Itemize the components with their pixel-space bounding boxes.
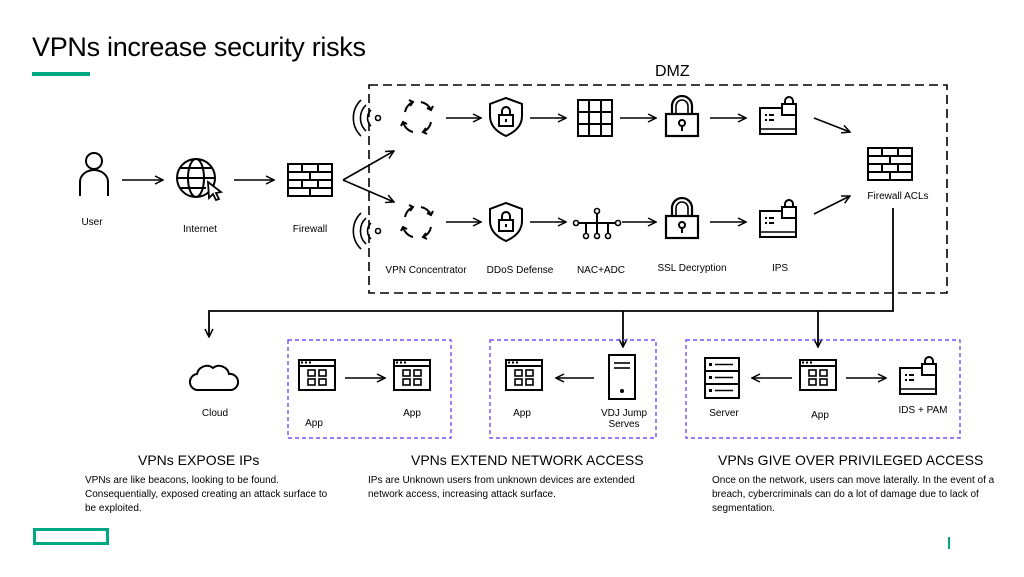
app-window-icon	[799, 359, 837, 391]
label-nac-adc: NAC+ADC	[576, 265, 626, 276]
label-app-3: App	[513, 408, 531, 419]
brand-logo	[33, 528, 109, 545]
globe-icon	[176, 158, 224, 202]
section-text-expose-ips: VPNs are like beacons, looking to be fou…	[85, 475, 328, 514]
certificate-icon	[759, 96, 797, 135]
label-app-1: App	[305, 418, 323, 429]
dmz-label: DMZ	[655, 63, 690, 80]
page-title: VPNs increase security risks	[32, 32, 366, 62]
section-heading-extend-access: VPNs EXTEND NETWORK ACCESS	[411, 452, 644, 468]
label-cloud: Cloud	[201, 408, 229, 419]
refresh-icon	[400, 99, 434, 135]
label-internet: Internet	[183, 224, 217, 235]
dmz-zone	[368, 84, 948, 294]
label-ids-pam: IDS + PAM	[898, 405, 948, 416]
app-window-icon	[298, 359, 336, 391]
app-zone-3	[685, 339, 961, 439]
wireless-icon	[352, 212, 382, 250]
title-accent-bar	[32, 72, 90, 76]
shield-lock-icon	[489, 97, 523, 137]
label-app-4: App	[811, 410, 829, 421]
app-window-icon	[505, 359, 543, 391]
refresh-icon	[400, 204, 434, 240]
label-vdj-jump-serves: VDJ Jump Serves	[600, 408, 648, 430]
wireless-icon	[352, 99, 382, 137]
padlock-icon	[664, 196, 700, 240]
user-icon	[79, 152, 109, 196]
certificate-icon	[759, 199, 797, 238]
firewall-icon	[287, 163, 333, 197]
label-ddos-defense: DDoS Defense	[486, 265, 554, 276]
app-zone-2	[489, 339, 657, 439]
cloud-icon	[188, 364, 240, 392]
server-list-icon	[704, 357, 740, 399]
shield-lock-icon	[489, 202, 523, 242]
network-icon	[572, 207, 622, 240]
label-vpn-concentrator: VPN Concentrator	[385, 265, 467, 276]
firewall-icon	[867, 147, 913, 181]
section-heading-expose-ips: VPNs EXPOSE IPs	[138, 452, 260, 468]
section-text-extend-access: IPs are Unknown users from unknown devic…	[368, 475, 635, 500]
padlock-icon	[664, 94, 700, 138]
tower-server-icon	[608, 354, 636, 400]
label-app-2: App	[403, 408, 421, 419]
server-rack-icon	[577, 99, 613, 137]
app-zone-1	[287, 339, 452, 439]
section-text-privileged-access: Once on the network, users can move late…	[712, 475, 995, 514]
label-ssl-decryption: SSL Decryption	[657, 263, 727, 274]
section-heading-privileged-access: VPNs GIVE OVER PRIVILEGED ACCESS	[718, 452, 984, 468]
label-server: Server	[709, 408, 739, 419]
label-ips: IPS	[771, 263, 789, 274]
app-window-icon	[393, 359, 431, 391]
label-user: User	[81, 217, 103, 228]
accent-mark	[948, 537, 950, 549]
label-firewall: Firewall	[292, 224, 328, 235]
certificate-icon	[899, 356, 937, 395]
label-firewall-acls: Firewall ACLs	[867, 191, 929, 202]
